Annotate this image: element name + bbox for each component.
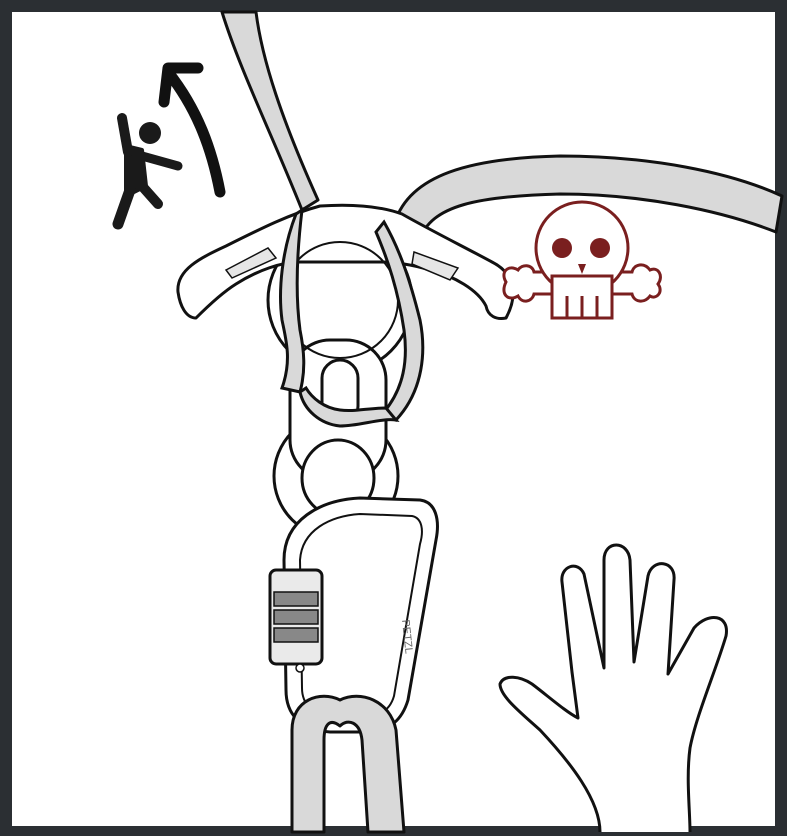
illustration: PETZL [0,0,787,836]
instruction-panel: PETZL [0,0,787,836]
